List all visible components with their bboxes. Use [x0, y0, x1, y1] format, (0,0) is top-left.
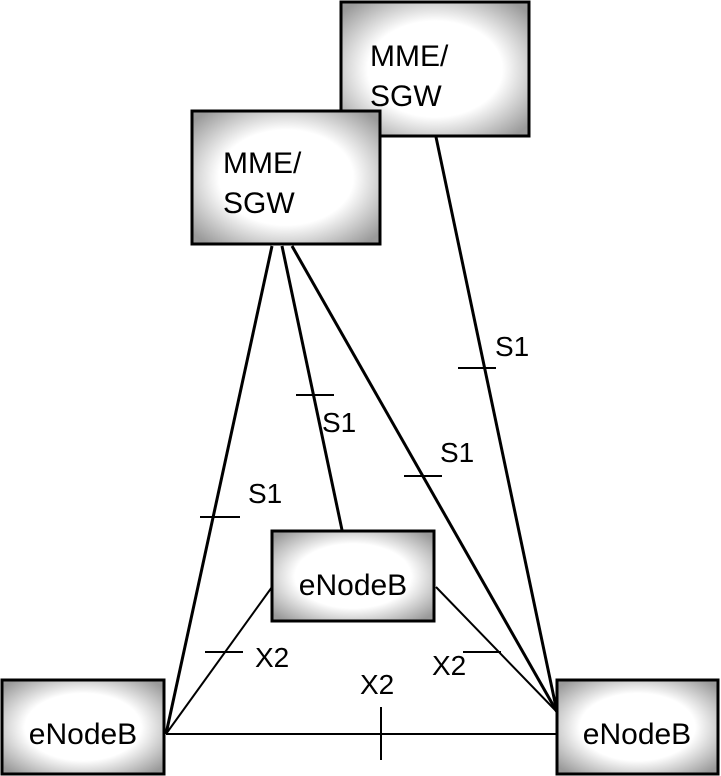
- s1-link-front-to-center: [280, 245, 344, 531]
- enodeb-node-right: eNodeB: [555, 678, 720, 776]
- x2-link-center-to-right: [435, 586, 558, 713]
- enodeb-node-left: eNodeB: [0, 678, 166, 776]
- s1-link-front-to-right: [290, 245, 559, 713]
- s1-link-front-to-left: [164, 245, 274, 735]
- enodeb-right-label: eNodeB: [583, 718, 691, 751]
- s1-label-front-center: S1: [322, 407, 356, 438]
- s1-link-back-to-right: [434, 136, 559, 713]
- x2-label-center-left: X2: [255, 642, 289, 673]
- mme-sgw-back-line1: MME/: [370, 40, 449, 73]
- enodeb-node-center: eNodeB: [270, 529, 436, 623]
- x2-link-center-to-left: [165, 586, 273, 735]
- mme-sgw-node-front: MME/ SGW: [190, 109, 382, 246]
- enodeb-center-label: eNodeB: [299, 569, 407, 602]
- s1-label-back-right: S1: [495, 331, 529, 362]
- mme-sgw-front-line2: SGW: [223, 187, 295, 220]
- mme-sgw-back-line2: SGW: [370, 80, 442, 113]
- x2-label-left-right: X2: [360, 669, 394, 700]
- s1-label-front-right: S1: [440, 437, 474, 468]
- mme-sgw-front-line1: MME/: [223, 147, 302, 180]
- s1-label-front-left: S1: [248, 478, 282, 509]
- enodeb-left-label: eNodeB: [29, 718, 137, 751]
- x2-label-center-right: X2: [432, 650, 466, 681]
